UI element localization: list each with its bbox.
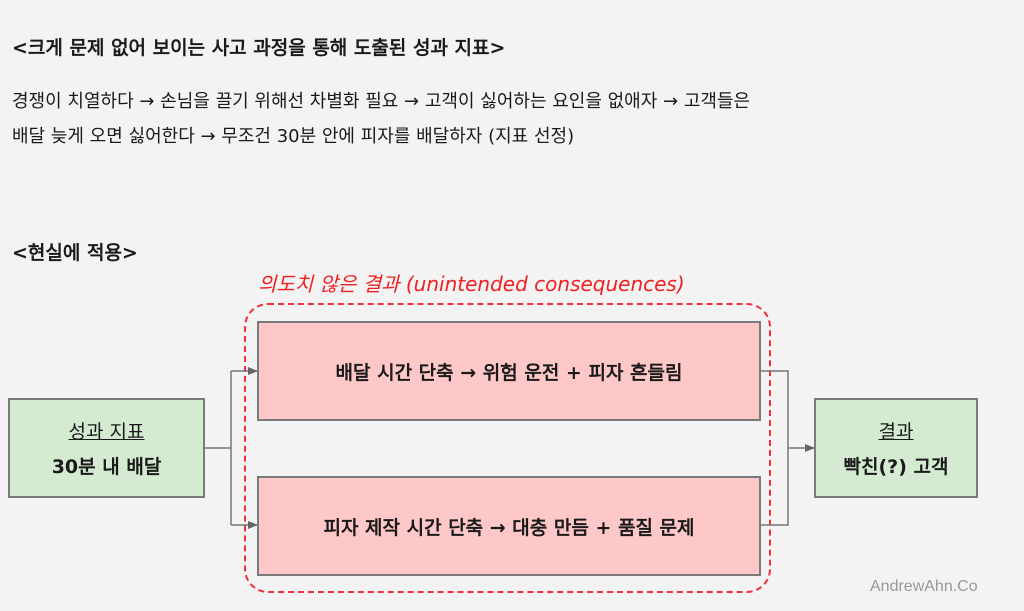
paragraph-line-1: 경쟁이 치열하다 → 손님을 끌기 위해선 차별화 필요 → 고객이 싫어하는 … (12, 91, 751, 112)
heading-kpi-derivation: <크게 문제 없어 보이는 사고 과정을 통해 도출된 성과 지표> (12, 37, 506, 59)
kpi-box: 성과 지표 30분 내 배달 (8, 398, 205, 498)
watermark: AndrewAhn.Co (870, 578, 978, 595)
paragraph-line-2: 배달 늦게 오면 싫어한다 → 무조건 30분 안에 피자를 배달하자 (지표 … (12, 126, 575, 147)
heading-real-world: <현실에 적용> (12, 242, 138, 264)
effect-box-1: 배달 시간 단축 → 위험 운전 + 피자 흔들림 (257, 321, 761, 421)
effect-1-text: 배달 시간 단축 → 위험 운전 + 피자 흔들림 (335, 361, 683, 384)
effect-2-text: 피자 제작 시간 단축 → 대충 만듬 + 품질 문제 (323, 516, 695, 539)
connector-effects-merge (761, 370, 789, 526)
result-title: 결과 (878, 421, 914, 443)
result-box: 결과 빡친(?) 고객 (814, 398, 978, 498)
unintended-consequences-label: 의도치 않은 결과 (unintended consequences) (258, 272, 685, 296)
connector-kpi-split (205, 371, 232, 525)
effect-box-2: 피자 제작 시간 단축 → 대충 만듬 + 품질 문제 (257, 476, 761, 576)
kpi-title: 성과 지표 (68, 421, 145, 443)
result-value: 빡친(?) 고객 (843, 456, 949, 478)
kpi-value: 30분 내 배달 (51, 456, 162, 478)
unintended-consequences-group (244, 303, 771, 593)
